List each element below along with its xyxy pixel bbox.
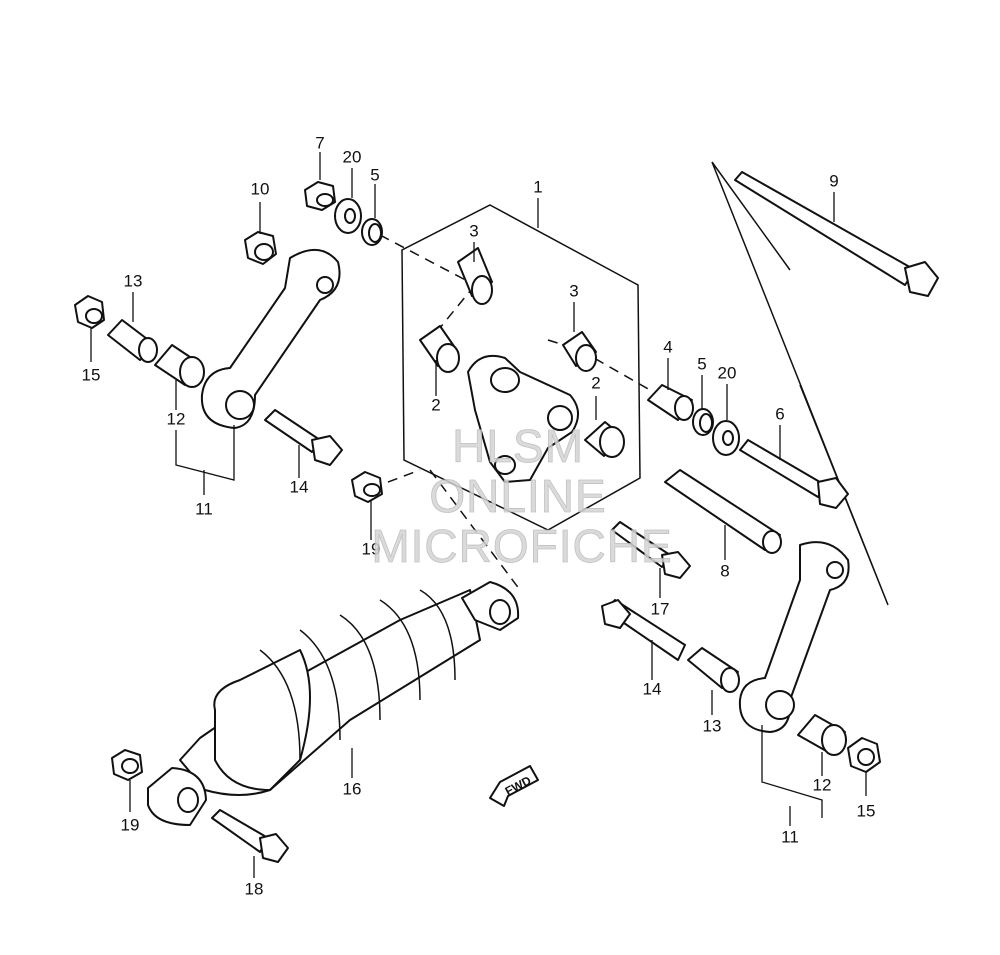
shock-absorber-icon xyxy=(147,581,520,826)
cushion-rod-icon xyxy=(200,249,341,429)
washer-icon xyxy=(334,198,362,234)
callout-11: 11 xyxy=(195,499,213,518)
callout-2: 2 xyxy=(591,373,600,392)
callout-3: 3 xyxy=(569,281,578,300)
callout-5: 5 xyxy=(697,354,706,373)
lever-assembly-frame xyxy=(401,204,641,531)
spacer-icon xyxy=(647,384,694,421)
watermark-line-3: MICROFICHE xyxy=(371,520,672,572)
callout-5: 5 xyxy=(370,165,379,184)
assembly-axis-upper xyxy=(379,234,651,391)
bolt-icon xyxy=(264,409,343,466)
bearing-sleeve-icon xyxy=(797,714,847,756)
callout-20: 20 xyxy=(343,147,362,166)
callout-14: 14 xyxy=(290,477,309,496)
callout-1: 1 xyxy=(533,177,542,196)
callout-2: 2 xyxy=(431,395,440,414)
bolt-icon xyxy=(601,599,686,661)
callout-9: 9 xyxy=(829,171,838,190)
washer-icon xyxy=(712,420,740,456)
watermark-line-2: ONLINE xyxy=(429,470,606,522)
callout-4: 4 xyxy=(663,337,672,356)
callout-8: 8 xyxy=(720,561,729,580)
leader-lines xyxy=(90,152,867,878)
forward-arrow-icon: FWD xyxy=(489,765,539,807)
callout-6: 6 xyxy=(775,404,784,423)
callout-16: 16 xyxy=(343,779,362,798)
callout-13: 13 xyxy=(124,271,143,290)
callout-10: 10 xyxy=(251,179,270,198)
bolt-group-bracket xyxy=(711,161,889,606)
callout-14: 14 xyxy=(643,679,662,698)
spacer-icon xyxy=(107,319,158,363)
callout-19: 19 xyxy=(121,815,140,834)
callout-19: 19 xyxy=(362,539,381,558)
watermark-line-1: HLSM xyxy=(452,420,584,472)
callout-12: 12 xyxy=(813,775,832,794)
bolt-icon xyxy=(611,521,691,579)
callout-15: 15 xyxy=(857,801,876,820)
callout-13: 13 xyxy=(703,716,722,735)
flange-nut-icon xyxy=(351,471,383,503)
callout-7: 7 xyxy=(315,133,324,152)
flange-nut-icon xyxy=(111,749,143,781)
long-spacer-icon xyxy=(664,469,782,554)
callout-3: 3 xyxy=(469,221,478,240)
cushion-rod-icon xyxy=(738,541,850,733)
callout-12: 12 xyxy=(167,409,186,428)
long-bolt-icon xyxy=(734,171,939,297)
bolt-icon xyxy=(211,809,289,863)
callout-labels: 1 3 3 2 2 7 20 5 10 13 15 12 11 14 19 9 … xyxy=(82,133,876,898)
bearing-sleeve-icon xyxy=(584,421,625,458)
flange-nut-icon xyxy=(244,231,277,265)
callout-15: 15 xyxy=(82,365,101,384)
callout-11: 11 xyxy=(781,827,799,846)
watermark: HLSM ONLINE MICROFICHE xyxy=(371,420,672,573)
seal-icon xyxy=(361,218,383,246)
spacer-icon xyxy=(687,647,740,693)
callout-17: 17 xyxy=(651,599,670,618)
lock-nut-icon xyxy=(74,295,105,329)
nut-icon xyxy=(304,181,336,211)
lock-nut-icon xyxy=(847,737,881,773)
needle-bearing-icon xyxy=(457,247,493,305)
bearing-sleeve-icon xyxy=(419,325,460,373)
bearing-sleeve-icon xyxy=(154,344,205,388)
cushion-lever-icon xyxy=(467,354,579,483)
bolt-icon xyxy=(739,439,849,509)
callout-18: 18 xyxy=(245,879,264,898)
callout-20: 20 xyxy=(718,363,737,382)
needle-bearing-icon xyxy=(562,331,597,372)
seal-icon xyxy=(692,408,714,436)
